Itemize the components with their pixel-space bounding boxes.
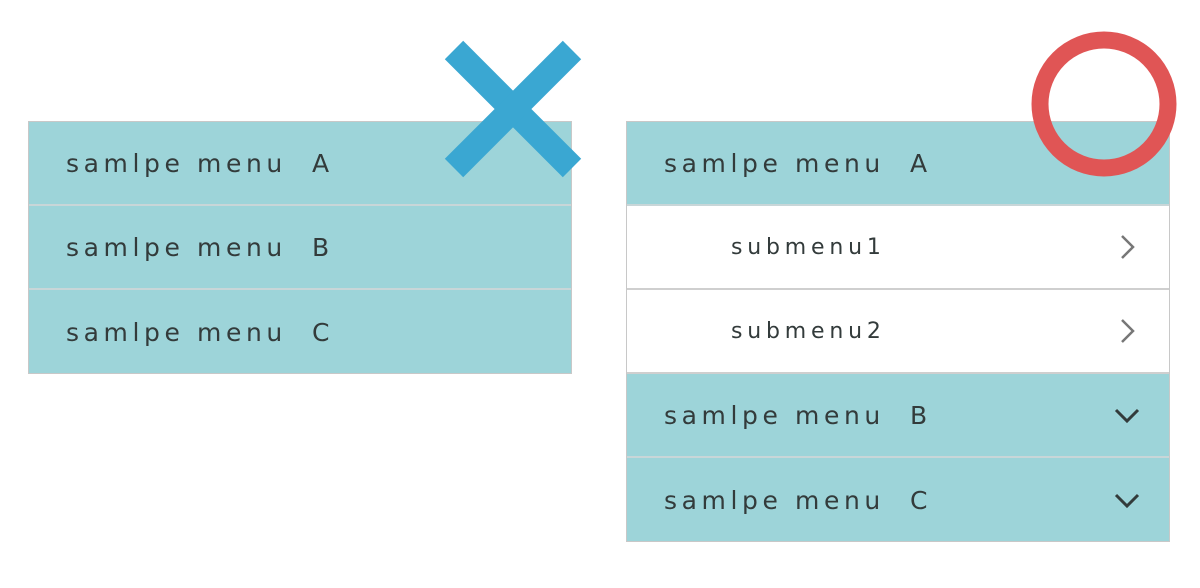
menu-item-label: samlpe menu C xyxy=(664,485,933,515)
accordion-menu-incorrect: samlpe menu A samlpe menu B samlpe menu … xyxy=(28,121,572,374)
chevron-right-icon xyxy=(1113,233,1141,261)
menu-item-a[interactable]: samlpe menu A xyxy=(627,122,1169,206)
menu-item-c[interactable]: samlpe menu C xyxy=(29,290,571,374)
chevron-right-icon xyxy=(1113,317,1141,345)
submenu-item-label: submenu1 xyxy=(731,234,886,260)
menu-item-label: samlpe menu B xyxy=(66,232,334,262)
menu-item-a[interactable]: samlpe menu A xyxy=(29,122,571,206)
submenu-item-1[interactable]: submenu1 xyxy=(627,206,1169,290)
menu-item-c[interactable]: samlpe menu C xyxy=(627,458,1169,542)
menu-item-label: samlpe menu B xyxy=(664,400,932,430)
menu-item-b[interactable]: samlpe menu B xyxy=(29,206,571,290)
chevron-down-icon xyxy=(1113,401,1141,429)
menu-item-b[interactable]: samlpe menu B xyxy=(627,374,1169,458)
chevron-up-icon xyxy=(1113,149,1141,177)
menu-item-label: samlpe menu A xyxy=(664,148,932,178)
chevron-down-icon xyxy=(1113,486,1141,514)
menu-item-label: samlpe menu A xyxy=(66,148,334,178)
submenu-item-label: submenu2 xyxy=(731,318,886,344)
accordion-menu-correct: samlpe menu A submenu1 submenu2 samlpe m… xyxy=(626,121,1170,542)
menu-item-label: samlpe menu C xyxy=(66,317,335,347)
submenu-item-2[interactable]: submenu2 xyxy=(627,290,1169,374)
